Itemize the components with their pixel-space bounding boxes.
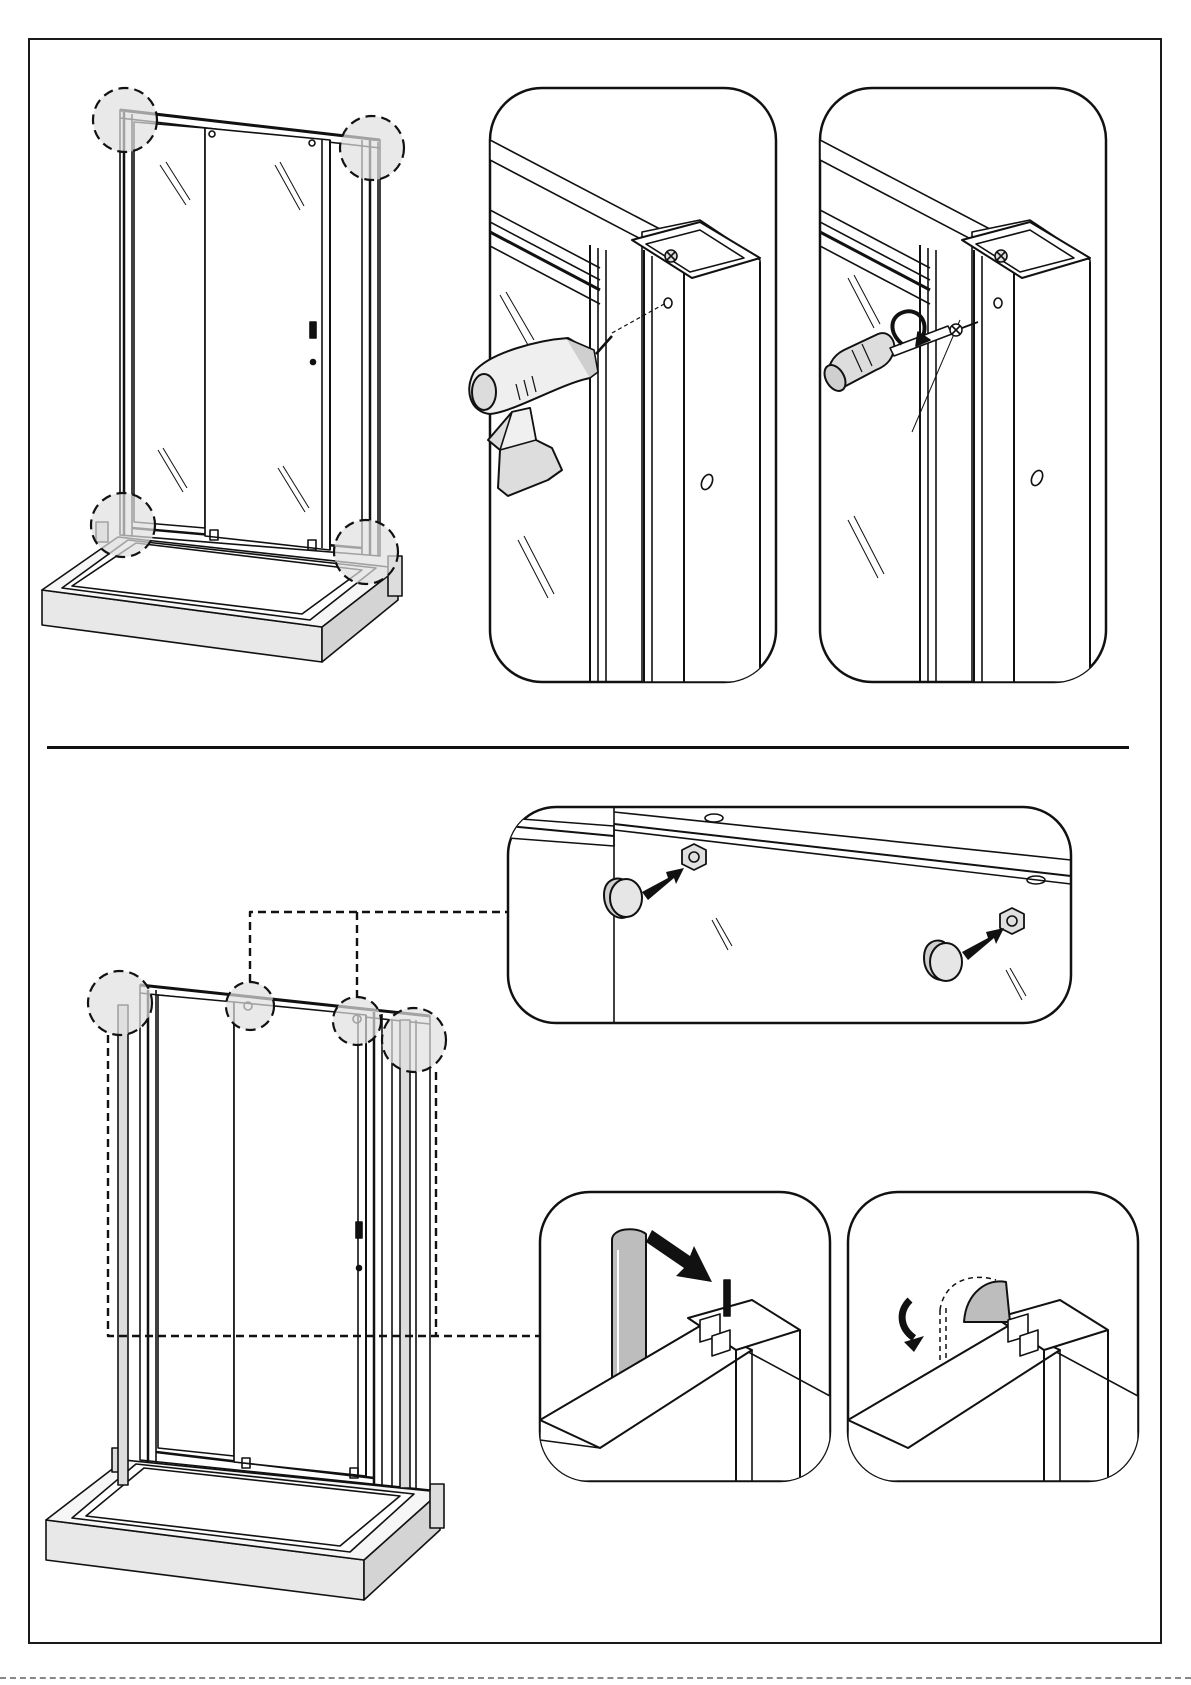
step-divider: [47, 746, 1129, 749]
enclosure-frame-bottom: [118, 985, 430, 1490]
shower-enclosure-overview-bottom: [46, 912, 540, 1600]
detail-panel-insert-endcap: [540, 1192, 830, 1481]
enclosure-frame-top: [120, 110, 380, 556]
page-cut-line: [0, 1677, 1191, 1679]
shower-enclosure-overview-top: [42, 88, 404, 662]
detail-panel-drill: [469, 88, 776, 682]
detail-panel-screw-caps: [508, 807, 1071, 1023]
detail-panel-rotate-endcap: [848, 1192, 1138, 1481]
detail-panel-screwdriver: [820, 88, 1106, 682]
